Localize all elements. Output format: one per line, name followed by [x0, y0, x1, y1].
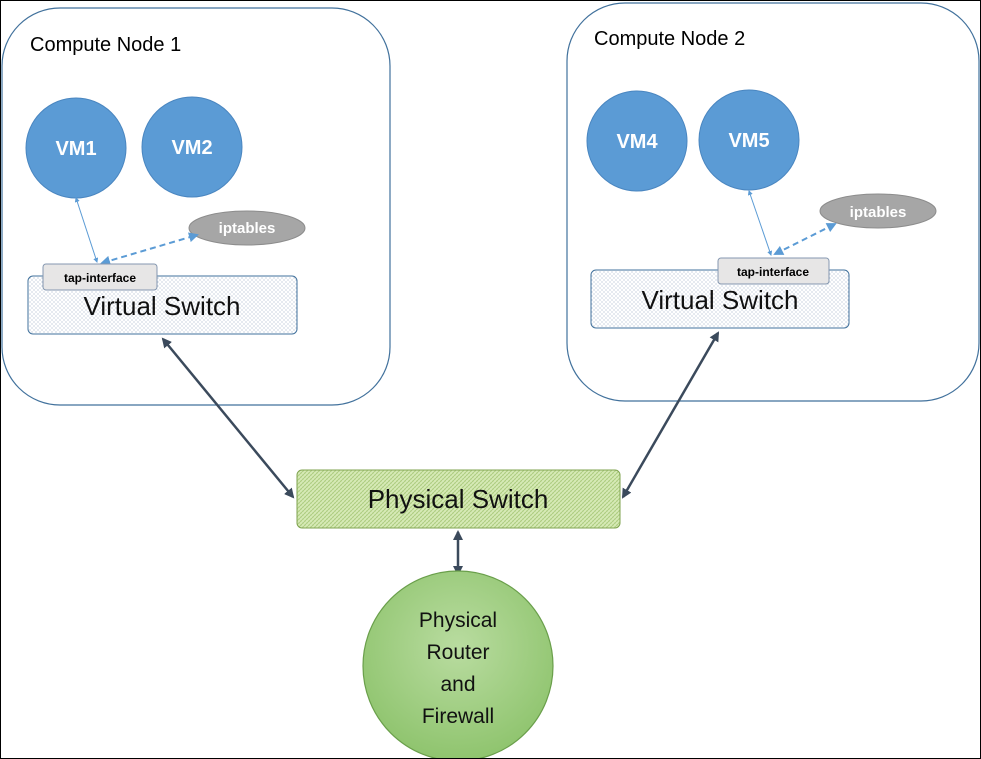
- iptables-label-2: iptables: [850, 204, 907, 221]
- vm5-node: [698, 89, 800, 191]
- vm5-tap-link: [747, 190, 773, 256]
- tap-iptables-link-2: [773, 223, 837, 255]
- iptables-label-1: iptables: [219, 220, 276, 237]
- physical-switch: [296, 469, 621, 529]
- vswitch1-physical-link: [161, 337, 295, 499]
- tap-interface-2-label: tap-interface: [737, 265, 809, 279]
- router-label-line-4: Firewall: [422, 705, 494, 728]
- router-label-line-1: Physical: [419, 609, 497, 632]
- router-firewall-node: [362, 570, 554, 758]
- tap-interface-1: [42, 263, 158, 291]
- vm5-label: VM5: [728, 130, 769, 152]
- vm1-tap-link: [74, 197, 99, 263]
- vm4-node: [586, 90, 688, 192]
- virtual-switch-1-label: Virtual Switch: [83, 291, 240, 321]
- compute-node-1-title: Compute Node 1: [30, 34, 181, 56]
- vm2-node: [141, 96, 243, 198]
- router-label-line-2: Router: [426, 641, 489, 664]
- iptables-node-1: [188, 210, 306, 246]
- tap-iptables-link-1: [100, 232, 199, 266]
- tap-interface-1-label: tap-interface: [64, 271, 136, 285]
- virtual-switch-2-label: Virtual Switch: [641, 285, 798, 315]
- compute-node-1-box: [1, 7, 391, 406]
- physical-switch-label: Physical Switch: [368, 484, 549, 514]
- compute-node-2: Compute Node 2 VM4 VM5 iptables Virtual …: [566, 2, 980, 402]
- vm4-label: VM4: [616, 131, 658, 153]
- vm1-label: VM1: [55, 138, 96, 160]
- compute-node-2-title: Compute Node 2: [594, 28, 745, 50]
- tap-interface-2: [717, 257, 830, 285]
- iptables-node-2: [819, 193, 937, 229]
- router-label-line-3: and: [440, 673, 475, 696]
- vm2-label: VM2: [171, 137, 212, 159]
- vswitch2-physical-link: [621, 331, 720, 499]
- compute-node-1: Compute Node 1 VM1 VM2 iptables Virtual …: [1, 7, 391, 406]
